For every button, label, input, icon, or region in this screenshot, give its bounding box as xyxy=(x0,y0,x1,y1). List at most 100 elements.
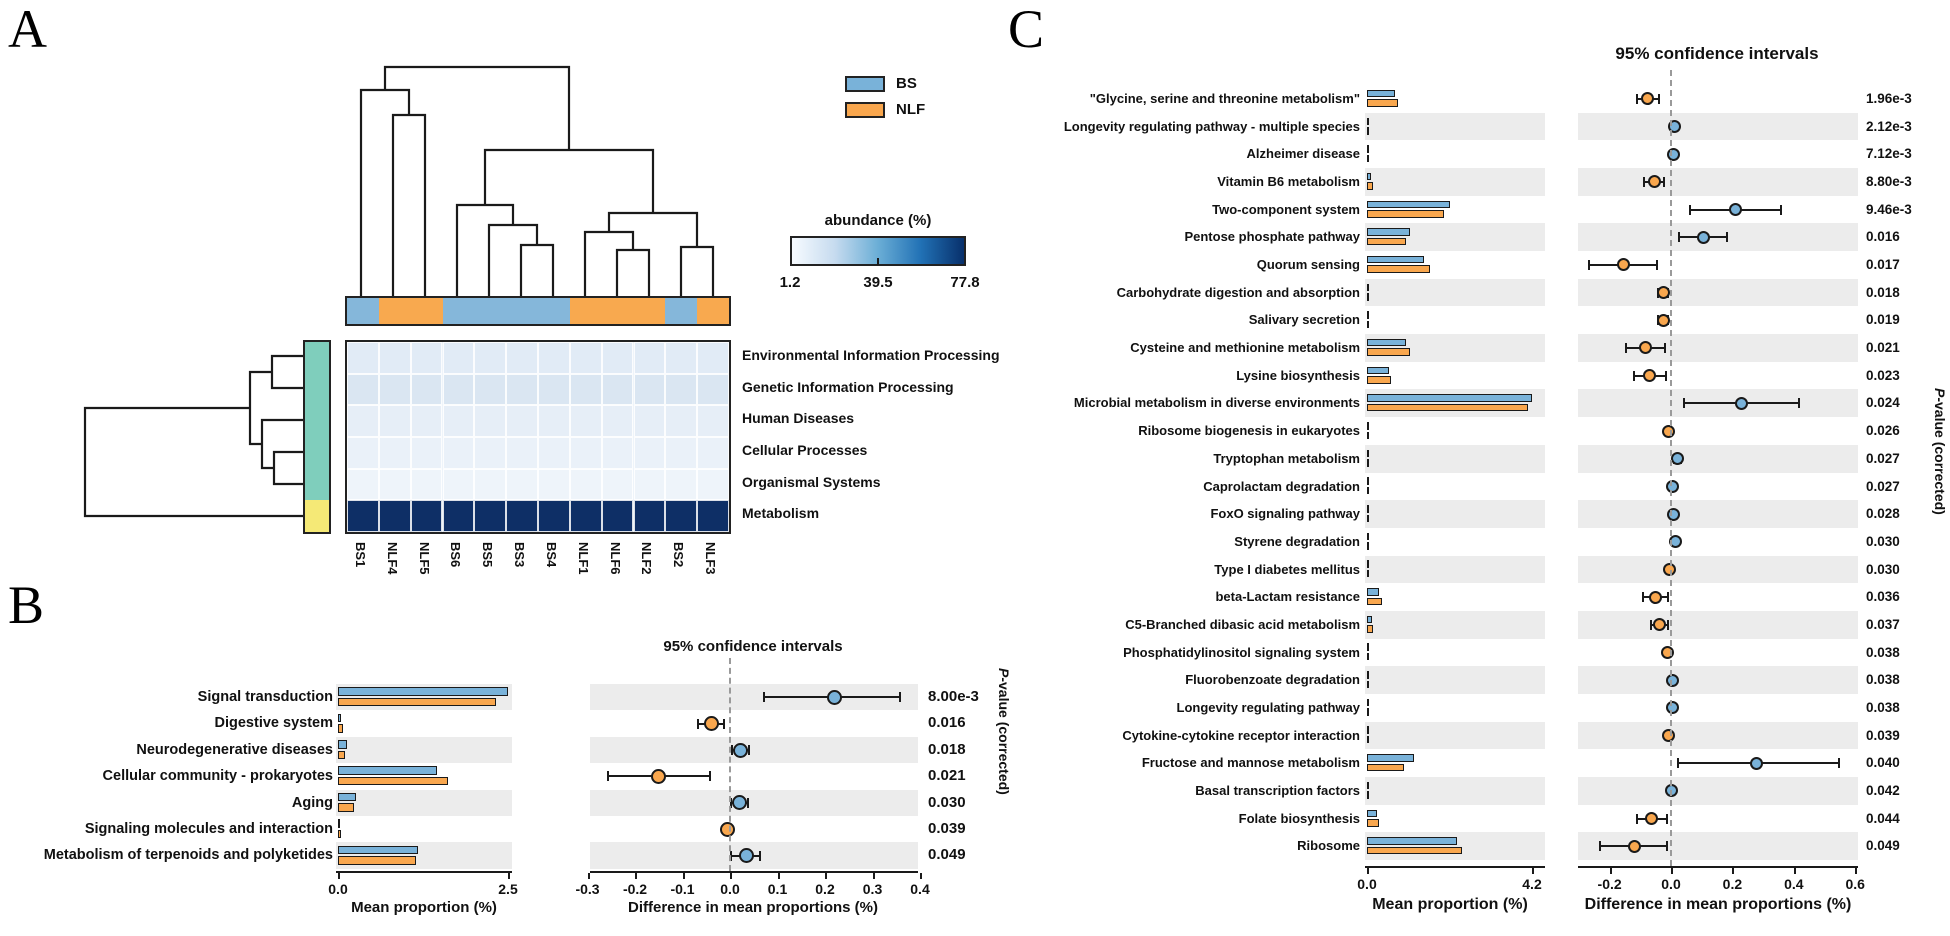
bs-bar xyxy=(1367,726,1369,734)
heatmap-cell xyxy=(538,468,570,501)
sample-label: NLF3 xyxy=(703,542,719,575)
ci-dot xyxy=(1656,313,1670,327)
sample-group-cell xyxy=(442,298,475,324)
p-value: 0.038 xyxy=(1866,699,1900,715)
nlf-bar xyxy=(1367,680,1369,689)
row-stripe xyxy=(1578,666,1858,694)
bs-bar xyxy=(1367,809,1377,818)
ci-cap-high xyxy=(747,797,749,808)
p-value: 0.018 xyxy=(1866,284,1900,300)
ci-dot xyxy=(1652,618,1666,632)
bs-bar xyxy=(338,766,437,775)
ci-dot xyxy=(1666,673,1680,687)
bs-bar xyxy=(1367,311,1369,319)
ci-cap-high xyxy=(1797,398,1800,409)
row-stripe xyxy=(336,736,512,764)
bs-bar xyxy=(338,713,341,723)
nlf-bar xyxy=(1367,265,1430,273)
p-value: 0.027 xyxy=(1866,450,1900,466)
category-label: Genetic Information Processing xyxy=(742,378,954,395)
pathway-label: "Glycine, serine and threonine metabolis… xyxy=(1089,91,1360,106)
pathway-label: Cellular community - prokaryotes xyxy=(102,768,333,785)
ci-dot xyxy=(1641,92,1655,106)
category-group-cell xyxy=(305,468,329,501)
p-value: 0.039 xyxy=(1866,727,1900,743)
sample-label: NLF6 xyxy=(607,542,623,575)
legend-swatch-bs xyxy=(845,76,885,92)
nlf-bar xyxy=(1367,486,1369,495)
heatmap-cell xyxy=(538,405,570,437)
pathway-label: Basal transcription factors xyxy=(1195,783,1360,798)
heatmap-cell xyxy=(442,373,475,406)
pathway-label: C5-Branched dibasic acid metabolism xyxy=(1125,616,1360,632)
row-stripe xyxy=(1578,777,1858,805)
zero-dashed-line xyxy=(1670,70,1672,866)
p-value: 0.040 xyxy=(1866,755,1900,771)
ci-cap-low xyxy=(730,850,732,861)
ci-dot xyxy=(1666,147,1680,161)
mean-axis-line xyxy=(336,871,512,873)
diff-axis-tick-label: 0.0 xyxy=(1661,876,1681,892)
ci-dot xyxy=(1666,507,1680,521)
ci-cap-low xyxy=(763,692,766,703)
row-stripe xyxy=(1365,666,1545,694)
category-label: Cellular Processes xyxy=(742,442,868,458)
ci-dot xyxy=(1728,203,1742,217)
sample-group-cell xyxy=(347,298,380,324)
pathway-label: Cytokine-cytokine receptor interaction xyxy=(1122,727,1360,743)
colorbar-tick-label: 39.5 xyxy=(863,274,893,291)
heatmap-cell xyxy=(665,468,698,501)
bs-bar xyxy=(1367,698,1369,707)
bs-bar xyxy=(1367,477,1369,485)
bs-bar xyxy=(1367,422,1369,430)
heatmap-cell xyxy=(474,437,507,469)
legend-label-bs: BS xyxy=(896,75,917,92)
sample-group-cell xyxy=(538,298,571,324)
bs-bar xyxy=(1367,781,1369,790)
heatmap-cell xyxy=(665,342,698,374)
nlf-bar xyxy=(1367,293,1370,301)
pathway-label: FoxO signaling pathway xyxy=(1210,506,1360,522)
nlf-bar xyxy=(1367,210,1444,218)
category-label: Environmental Information Processing xyxy=(742,347,1000,363)
mean-axis-tick xyxy=(338,873,340,879)
bs-bar xyxy=(338,792,357,802)
heatmap-cell xyxy=(378,500,411,532)
category-label: Organismal Systems xyxy=(742,473,881,490)
nlf-bar xyxy=(1367,569,1369,578)
sample-label: NLF1 xyxy=(575,542,591,575)
bs-bar xyxy=(1367,366,1389,375)
diff-axis-tick xyxy=(825,873,827,879)
row-stripe xyxy=(336,789,512,816)
ci-cap-low xyxy=(1598,841,1601,852)
sample-group-cell xyxy=(665,298,698,324)
ci-dot xyxy=(720,821,736,837)
heatmap-cell xyxy=(633,342,666,374)
colorbar-mid-tick xyxy=(877,258,879,265)
nlf-bar xyxy=(1367,237,1407,246)
nlf-bar xyxy=(1367,652,1370,661)
ci-cap-high xyxy=(1665,370,1667,381)
sample-group-cell xyxy=(601,298,634,324)
sample-label: BS3 xyxy=(512,542,528,568)
mean-axis-tick xyxy=(1367,868,1369,874)
p-value: 0.036 xyxy=(1866,589,1900,605)
diff-axis-tick xyxy=(730,873,732,879)
heatmap-cell xyxy=(506,468,538,501)
p-value: 0.023 xyxy=(1866,367,1900,383)
ci-cap-high xyxy=(1667,619,1670,630)
heatmap-cell xyxy=(347,405,379,437)
row-stripe xyxy=(1365,168,1545,196)
pathway-label: Fructose and mannose metabolism xyxy=(1141,755,1360,771)
nlf-bar xyxy=(1367,791,1369,799)
diff-axis-tick-label: 0.2 xyxy=(1722,876,1743,892)
ci-cap-low xyxy=(1649,619,1652,630)
row-stripe xyxy=(1578,278,1858,307)
ci-dot xyxy=(1662,562,1676,576)
row-stripe xyxy=(1578,334,1858,362)
ci-cap-high xyxy=(1656,259,1659,270)
legend-swatch-nlf xyxy=(845,102,885,118)
heatmap-cell xyxy=(378,342,411,374)
pathway-label: Ribosome xyxy=(1297,838,1360,854)
